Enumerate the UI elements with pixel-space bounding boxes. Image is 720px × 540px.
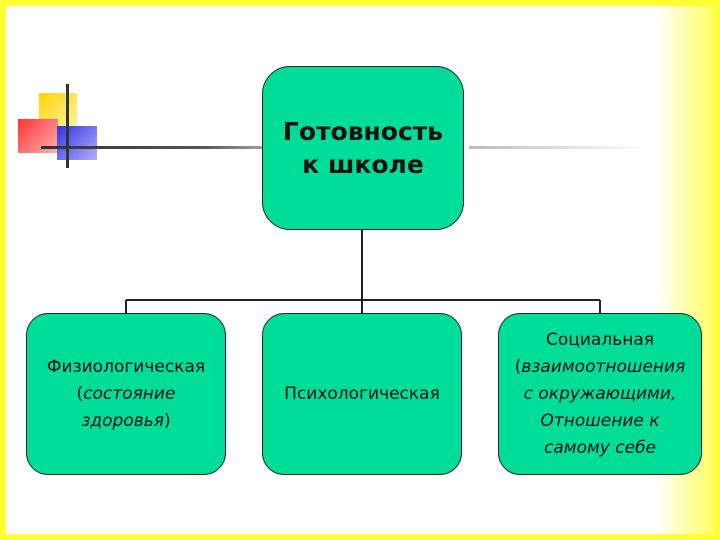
paren-close: ) bbox=[164, 410, 171, 431]
child-title: Социальная bbox=[546, 329, 654, 350]
child-title: Физиологическая bbox=[46, 356, 206, 377]
detail-text: здоровья bbox=[81, 410, 164, 431]
child-text: Социальная (взаимоотношения с окружающим… bbox=[515, 327, 686, 462]
child-detail-line-2: здоровья) bbox=[47, 408, 205, 435]
root-label: Готовность к школе bbox=[283, 115, 443, 181]
child-node-psychological: Психологическая bbox=[262, 313, 462, 475]
child-detail-line-1: (взаимоотношения bbox=[515, 354, 686, 381]
child-detail-line-4: самому себе bbox=[543, 437, 657, 458]
child-node-physiological: Физиологическая (состояние здоровья) bbox=[26, 313, 226, 475]
decorative-horizontal-line-fade bbox=[469, 146, 649, 149]
root-node: Готовность к школе bbox=[262, 66, 464, 230]
child-detail-line-1: (состояние bbox=[47, 381, 205, 408]
child-detail-line-3: Отношение к bbox=[540, 410, 660, 431]
child-detail-line-2: с окружающими, bbox=[523, 383, 677, 404]
paren-open: ( bbox=[514, 356, 522, 377]
detail-text: состояние bbox=[83, 383, 176, 404]
child-title: Психологическая bbox=[284, 383, 440, 404]
decorative-blue-square bbox=[57, 126, 97, 160]
child-node-social: Социальная (взаимоотношения с окружающим… bbox=[498, 313, 702, 475]
decorative-horizontal-line bbox=[41, 146, 271, 149]
root-line-1: Готовность bbox=[282, 117, 444, 146]
root-line-2: к школе bbox=[302, 150, 424, 179]
paren-open: ( bbox=[76, 383, 84, 404]
decorative-vertical-line bbox=[66, 84, 69, 168]
detail-text: взаимоотношения bbox=[521, 356, 686, 377]
child-text: Физиологическая (состояние здоровья) bbox=[47, 354, 205, 435]
